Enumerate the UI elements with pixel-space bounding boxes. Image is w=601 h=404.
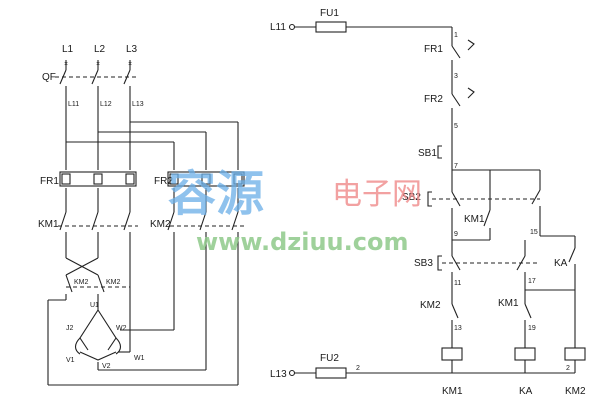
km1-main-label: KM1 xyxy=(38,219,59,230)
coil-ka-label: KA xyxy=(519,386,533,397)
control-line-bottom: L13 xyxy=(270,369,287,380)
coil-km2 xyxy=(564,347,586,361)
phase-label-l3: L3 xyxy=(126,44,138,55)
control-circuit: L11 FU1 1 FR1 3 FR2 5 SB1 7 SB2 xyxy=(270,8,586,397)
svg-text:9: 9 xyxy=(454,231,458,238)
motor-delta: U1 W2 J2 V1 V2 W1 xyxy=(66,300,145,370)
node-l13: L13 xyxy=(132,101,144,108)
svg-text:2: 2 xyxy=(356,365,360,372)
coil-ka xyxy=(514,347,536,361)
control-line-top: L11 xyxy=(270,22,286,33)
svg-text:1: 1 xyxy=(454,32,458,39)
coil-km1 xyxy=(441,347,463,361)
ka-contact-label: KA xyxy=(554,258,568,269)
motor-j2: J2 xyxy=(66,325,74,332)
svg-text:3: 3 xyxy=(454,73,458,80)
watermark-brand: 电子网 xyxy=(332,177,422,212)
fr1-control-label: FR1 xyxy=(424,44,443,55)
svg-text:15: 15 xyxy=(530,229,538,236)
fr2-control-label: FR2 xyxy=(424,94,443,105)
fuse-fu1-label: FU1 xyxy=(320,8,339,19)
fr1-label: FR1 xyxy=(40,176,59,187)
svg-text:5: 5 xyxy=(454,123,458,130)
motor-v1: V1 xyxy=(66,357,75,364)
svg-text:13: 13 xyxy=(454,325,462,332)
main-circuit: L1 L2 L3 × × × QF L11 L12 L13 FR1 xyxy=(38,44,246,386)
motor-u1: U1 xyxy=(90,302,99,309)
watermark: 容源 电子网 www.dziuu.com xyxy=(168,166,422,256)
motor-w1: W1 xyxy=(134,355,145,362)
motor-w2: W2 xyxy=(116,325,127,332)
watermark-url: www.dziuu.com xyxy=(196,228,408,256)
motor-v2: V2 xyxy=(102,363,111,370)
fr2-thermal-relay xyxy=(167,171,245,187)
fuse-fu2 xyxy=(315,367,347,379)
svg-text:11: 11 xyxy=(454,280,461,287)
svg-text:2: 2 xyxy=(566,365,570,372)
node-l11: L11 xyxy=(68,101,79,108)
coil-km1-label: KM1 xyxy=(442,386,463,397)
km2-interlock-label-2: KM2 xyxy=(106,279,121,286)
sb2-label: SB2 xyxy=(402,192,421,203)
coil-km2-label: KM2 xyxy=(565,386,586,397)
fuse-fu2-label: FU2 xyxy=(320,353,339,364)
fr2-label: FR2 xyxy=(154,176,173,187)
svg-text:7: 7 xyxy=(454,163,458,170)
phase-label-l1: L1 xyxy=(62,44,74,55)
fr1-thermal-relay xyxy=(59,171,137,187)
node-l12: L12 xyxy=(100,101,112,108)
breaker-label: QF xyxy=(42,72,56,83)
km1-hold-label: KM1 xyxy=(464,214,485,225)
watermark-logo: 容源 xyxy=(168,166,264,222)
phase-label-l2: L2 xyxy=(94,44,106,55)
km2-interlock-label-1: KM2 xyxy=(74,279,89,286)
km2-main-label: KM2 xyxy=(150,219,171,230)
km2-interlock-control-label: KM2 xyxy=(420,300,441,311)
fuse-fu1 xyxy=(315,21,347,33)
sb3-label: SB3 xyxy=(414,258,433,269)
svg-text:19: 19 xyxy=(528,325,536,332)
sb1-label: SB1 xyxy=(418,148,437,159)
km1-interlock-control-label: KM1 xyxy=(498,298,519,309)
svg-text:17: 17 xyxy=(528,278,536,285)
